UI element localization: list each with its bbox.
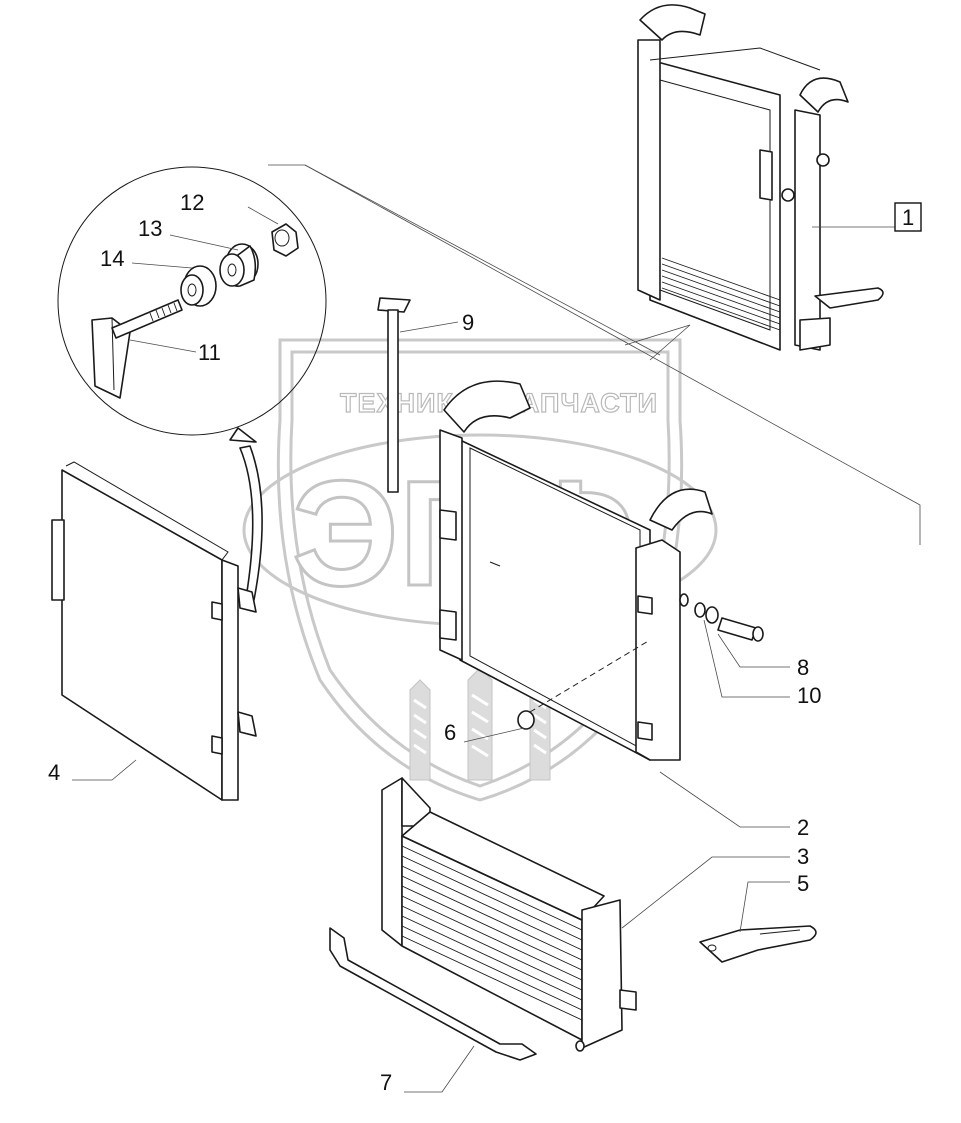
callout-9: 9 <box>462 310 474 335</box>
construction-lines <box>268 164 921 545</box>
callout-12: 12 <box>180 190 204 215</box>
washer-14 <box>180 265 217 307</box>
callout-6: 6 <box>444 720 456 745</box>
washer-10 <box>679 593 719 624</box>
callout-1-box <box>894 202 922 232</box>
detail-zoom-circle <box>57 166 327 436</box>
callout-4: 4 <box>48 760 60 785</box>
callout-10: 10 <box>797 683 821 708</box>
radiator-core-2 <box>439 380 713 761</box>
oil-cooler-3 <box>381 777 637 1052</box>
callout-8: 8 <box>797 655 809 680</box>
callout-2: 2 <box>797 815 809 840</box>
bracket-5 <box>699 925 817 963</box>
strap-9 <box>377 297 411 493</box>
callout-5: 5 <box>797 871 809 896</box>
leader-lines <box>72 206 895 1093</box>
wheat-icon <box>409 667 551 781</box>
callout-14: 14 <box>100 246 124 271</box>
callout-7: 7 <box>380 1070 392 1095</box>
callout-1: 1 <box>902 205 914 230</box>
detail-arrow-icon <box>229 427 263 601</box>
support-rod-7 <box>329 927 537 1061</box>
callout-11: 11 <box>198 340 221 365</box>
rubber-bushing-13 <box>219 243 259 287</box>
nut-12 <box>271 223 299 257</box>
stud-bolt <box>111 299 183 339</box>
bushing-6 <box>517 639 651 730</box>
callout-13: 13 <box>138 216 162 241</box>
callout-3: 3 <box>797 844 809 869</box>
bolt-8 <box>717 617 764 642</box>
radiator-assembly <box>637 4 884 351</box>
condenser-4 <box>51 461 257 801</box>
